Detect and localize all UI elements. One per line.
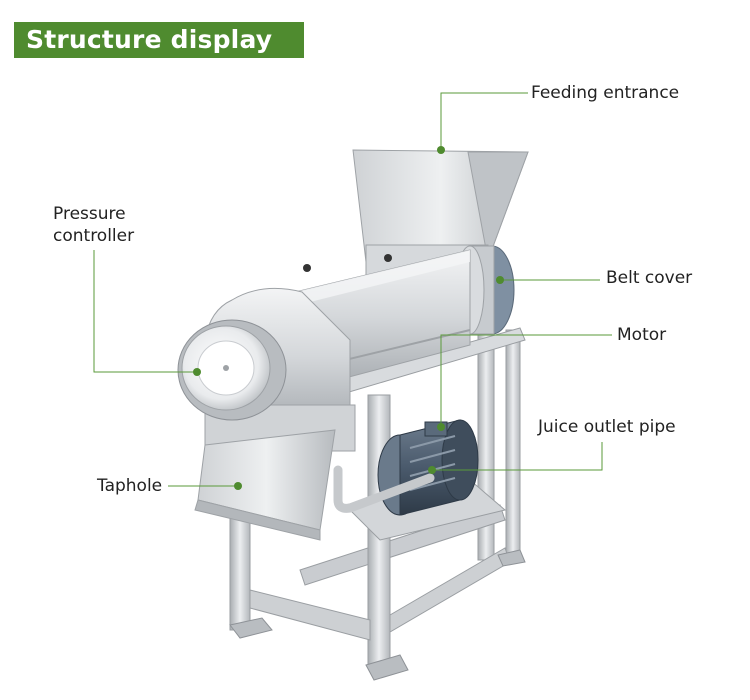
label-feeding-entrance: Feeding entrance	[531, 83, 680, 103]
leader-pressure-controller	[93, 250, 197, 373]
dot-motor	[437, 423, 445, 431]
section-title-banner: Structure display	[14, 22, 304, 58]
leader-lines	[93, 92, 612, 487]
dot-feeding-entrance	[437, 146, 445, 154]
label-belt-cover: Belt cover	[606, 268, 693, 288]
section-title: Structure display	[26, 25, 273, 54]
dot-taphole	[234, 482, 242, 490]
dot-juice-outlet-pipe	[428, 466, 436, 474]
juice-outlet-pipe	[333, 465, 435, 513]
label-motor: Motor	[617, 325, 667, 345]
leader-motor	[440, 334, 612, 427]
pressure-controller-disc	[177, 319, 287, 421]
leader-juice-outlet-pipe	[432, 442, 603, 471]
dot-pressure-controller	[193, 368, 201, 376]
label-taphole: Taphole	[97, 476, 163, 496]
label-juice-outlet-pipe: Juice outlet pipe	[538, 417, 676, 437]
leader-feeding-entrance	[440, 92, 528, 150]
leader-dots	[193, 146, 504, 490]
taphole-chute	[194, 429, 336, 541]
dot-belt-cover	[496, 276, 504, 284]
frame-rear	[299, 329, 521, 586]
label-pressure-controller: Pressure controller	[53, 204, 135, 246]
